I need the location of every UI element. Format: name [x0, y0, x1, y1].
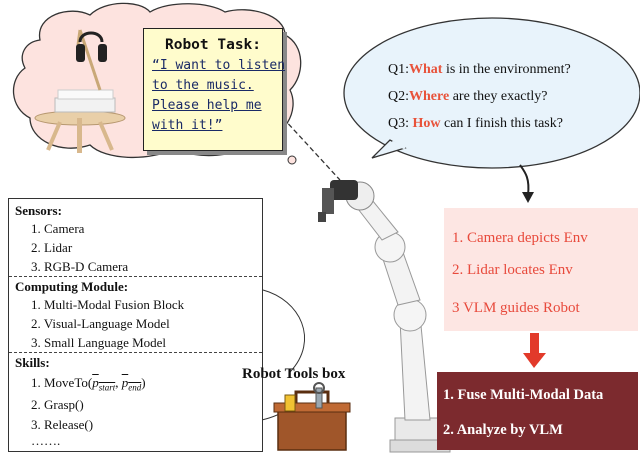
question-3: Q3: How can I finish this task?: [388, 116, 563, 132]
analysis-step: 2. Analyze by VLM: [443, 422, 563, 438]
question-keyword: How: [412, 116, 441, 131]
robot-task-line: Please help me: [152, 98, 262, 113]
analysis-steps-box: 1. Fuse Multi-Modal Data 2. Analyze by V…: [437, 372, 638, 450]
p-end-symbol: p: [121, 375, 129, 390]
toolbox-title: Robot Tools box: [242, 366, 346, 382]
robot-task-title: Robot Task:: [164, 37, 262, 53]
robot-arm-image: [318, 180, 451, 453]
question-text: are they exactly?: [449, 89, 548, 104]
robot-task-line: “I want to listen: [152, 58, 286, 73]
down-arrow-icon: [519, 164, 534, 203]
p-start-symbol: p: [92, 375, 99, 390]
skill-label: 1. MoveTo(: [31, 375, 93, 390]
skill-item-moveto: 1. MoveTo(pstart, pend): [31, 375, 146, 393]
question-prefix: Q1:: [388, 62, 409, 77]
skill-item: 2. Grasp(): [31, 397, 84, 412]
sensors-title: Sensors:: [15, 203, 62, 218]
question-keyword: What: [409, 62, 443, 77]
perception-steps-box: 1. Camera depicts Env 2. Lidar locates E…: [444, 208, 638, 331]
skill-close: ): [141, 375, 146, 390]
panel-connector-1: [262, 289, 306, 373]
question-2: Q2:Where are they exactly?: [388, 89, 548, 105]
computing-title: Computing Module:: [15, 279, 129, 294]
skill-item: 3. Release(): [31, 417, 94, 432]
computing-item: 1. Multi-Modal Fusion Block: [31, 297, 185, 312]
question-prefix: Q3:: [388, 116, 413, 131]
robot-task-line: with it!”: [152, 118, 223, 133]
p-start-var: pstart: [92, 375, 116, 393]
computing-item: 3. Small Language Model: [31, 335, 167, 350]
computing-item: 2. Visual-Language Model: [31, 316, 170, 331]
skill-item: …….: [31, 433, 61, 448]
question-text: is in the environment?: [442, 62, 571, 77]
robot-modules-panel: Sensors: 1. Camera 2. Lidar 3. RGB-D Cam…: [8, 198, 263, 452]
question-prefix: Q2:: [388, 89, 409, 104]
skill-comma: ,: [115, 375, 122, 390]
red-arrow-icon: [523, 333, 546, 368]
sensor-item: 2. Lidar: [31, 240, 73, 255]
p-end-sub: end: [128, 382, 142, 393]
perception-step: 2. Lidar locates Env: [452, 262, 573, 278]
headphones-stand-image: [34, 29, 126, 153]
perception-step: 1. Camera depicts Env: [452, 230, 588, 246]
section-divider: [9, 352, 262, 353]
skills-title: Skills:: [15, 355, 50, 370]
sensor-item: 1. Camera: [31, 221, 85, 236]
sensor-item: 3. RGB-D Camera: [31, 259, 129, 274]
robot-task-note: Robot Task: “I want to listen to the mus…: [143, 28, 286, 151]
analysis-step: 1. Fuse Multi-Modal Data: [443, 387, 604, 403]
p-start-sub: start: [98, 382, 116, 393]
question-text: can I finish this task?: [440, 116, 563, 131]
section-divider: [9, 276, 262, 277]
question-keyword: Where: [409, 89, 450, 104]
toolbox-icon: [273, 382, 351, 451]
perception-step: 3 VLM guides Robot: [452, 300, 580, 316]
question-bubble: [343, 17, 640, 169]
note-connector: [282, 117, 341, 181]
question-1: Q1:What is in the environment?: [388, 62, 571, 78]
p-end-var: pend: [121, 375, 142, 393]
robot-task-line: to the music.: [152, 78, 254, 93]
